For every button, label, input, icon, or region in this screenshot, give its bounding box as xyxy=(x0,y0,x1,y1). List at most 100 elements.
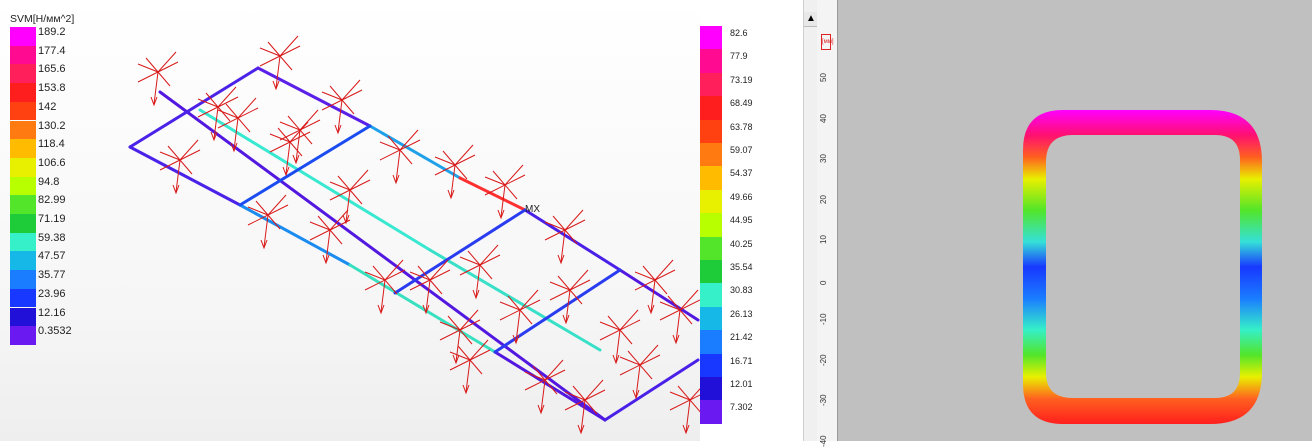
legend-value: 49.66 xyxy=(730,191,753,202)
ruler-tick-label: 30 xyxy=(819,154,828,163)
legend-value: 12.01 xyxy=(730,379,753,389)
legend-swatch xyxy=(10,307,36,327)
frame-member xyxy=(158,90,607,422)
legend-value: 82.6 xyxy=(730,28,748,38)
legend-value: 189.2 xyxy=(38,26,66,38)
legend-swatch xyxy=(10,326,36,345)
ruler-tick-label: 20 xyxy=(819,194,828,204)
legend-value: 35.54 xyxy=(730,262,753,272)
mx-label: MX xyxy=(525,204,540,215)
load-arrow xyxy=(247,194,289,250)
stress-legend-title: SVM[Н/мм^2] xyxy=(10,13,75,25)
legend-value: 40.25 xyxy=(730,238,753,249)
frame-model[interactable]: MX xyxy=(0,0,700,441)
frame-member xyxy=(348,263,497,354)
frame-member xyxy=(393,208,527,295)
load-arrows xyxy=(137,35,700,435)
load-arrow xyxy=(619,344,661,400)
legend-value: 153.8 xyxy=(38,82,66,95)
load-arrow xyxy=(484,164,526,220)
ruler-unit-label: [мм] xyxy=(821,34,834,50)
legend-value: 0.3532 xyxy=(38,325,72,338)
legend-swatch xyxy=(10,288,36,308)
ruler-tick-label: 10 xyxy=(819,235,828,244)
frame-member xyxy=(128,66,260,149)
load-arrow xyxy=(544,209,586,265)
load-arrow xyxy=(309,209,351,265)
load-arrow xyxy=(321,79,363,135)
load-arrow xyxy=(669,385,700,435)
frame-member xyxy=(428,248,602,352)
frame-member xyxy=(618,268,700,322)
tube-section xyxy=(1023,110,1262,424)
legend-value: 54.37 xyxy=(730,168,753,179)
ruler-tick-label: 0 xyxy=(819,280,828,285)
legend-value: 30.83 xyxy=(730,285,753,296)
legend-swatch xyxy=(700,283,722,307)
ruler-tick-label: -30 xyxy=(819,394,828,406)
legend-value: 63.78 xyxy=(730,121,753,132)
frame-member xyxy=(238,203,352,267)
legend-value: 142 xyxy=(38,100,57,113)
legend-value: 94.8 xyxy=(38,175,60,188)
frame-member xyxy=(523,208,622,272)
legend-value: 12.16 xyxy=(38,306,66,319)
legend-swatch xyxy=(10,232,36,252)
legend-swatch xyxy=(10,83,36,102)
cross-section-view[interactable] xyxy=(838,0,1312,441)
legend-value: 26.13 xyxy=(730,308,753,319)
legend-swatch xyxy=(700,96,722,120)
ruler-tick-label: -20 xyxy=(819,353,828,366)
legend-value: 23.96 xyxy=(38,287,66,300)
load-arrow xyxy=(159,139,201,195)
cross-section-shape xyxy=(1023,110,1262,424)
frame-member xyxy=(493,268,622,354)
legend-value: 21.42 xyxy=(730,332,753,343)
load-arrow xyxy=(499,289,541,345)
legend-swatch xyxy=(10,101,36,121)
load-arrow xyxy=(409,259,451,315)
load-arrow xyxy=(524,359,566,415)
load-arrow xyxy=(599,309,641,365)
load-arrow xyxy=(659,289,700,345)
legend-value: 177.4 xyxy=(38,44,66,57)
legend-swatch xyxy=(10,139,36,158)
legend-value: 35.77 xyxy=(38,269,66,282)
legend-value: 7.302 xyxy=(730,402,753,413)
frame-member xyxy=(256,66,372,128)
frame-member xyxy=(238,124,372,207)
legend-swatch xyxy=(10,120,36,140)
load-arrow xyxy=(434,144,476,200)
load-arrow xyxy=(549,269,591,325)
frame-member xyxy=(458,176,527,212)
load-arrow xyxy=(459,244,501,300)
load-arrow xyxy=(279,109,321,165)
legend-swatch xyxy=(10,157,36,177)
legend-value: 71.19 xyxy=(38,213,66,225)
scroll-up-button[interactable]: ▲ xyxy=(804,12,818,27)
load-arrow xyxy=(449,339,491,395)
load-arrow xyxy=(364,259,406,315)
frame-member xyxy=(198,108,432,252)
legend-swatch xyxy=(700,353,722,377)
legend-value: 68.49 xyxy=(730,98,753,109)
legend-swatch xyxy=(10,45,36,65)
load-arrow xyxy=(269,121,311,177)
load-arrow xyxy=(379,129,421,185)
legend-swatch xyxy=(10,270,36,289)
load-arrow xyxy=(259,35,301,91)
legend-swatch xyxy=(10,64,36,84)
load-arrow xyxy=(439,309,481,365)
legend-value: 106.6 xyxy=(38,156,66,169)
legend-swatch xyxy=(700,26,722,50)
legend-swatch xyxy=(10,251,36,271)
legend-swatch xyxy=(700,213,722,237)
legend-value: 59.38 xyxy=(38,231,66,244)
legend-swatch xyxy=(10,214,36,233)
load-arrow xyxy=(137,51,179,107)
legend-swatch xyxy=(10,195,36,214)
legend-swatch xyxy=(10,27,36,46)
ruler-tick-label: -10 xyxy=(819,313,828,325)
